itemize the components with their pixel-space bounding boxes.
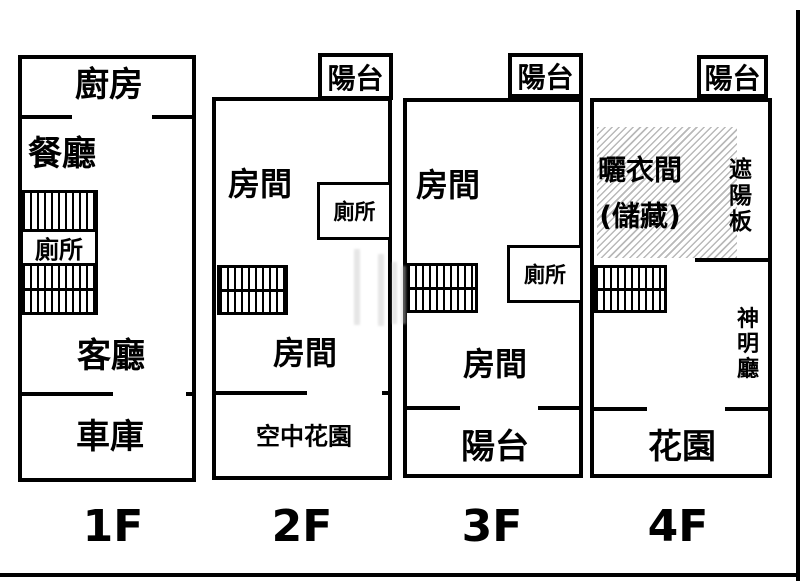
floor3-balcony-wall-right (538, 406, 583, 410)
room-label-laundry-note: (儲藏) (599, 199, 681, 233)
room-label-balcony-front-3f: 陽台 (461, 427, 529, 468)
floor3-staircase (405, 263, 478, 313)
room-label-garden: 花園 (648, 427, 716, 468)
room-label-dining: 餐廳 (28, 134, 96, 175)
room-label-bedroom-lower-2f: 房間 (272, 334, 338, 373)
watermark-artifact (401, 266, 406, 324)
floor1-garage-wall-left (20, 392, 113, 396)
frame-right-border (796, 10, 800, 581)
floor4-garden-wall-left (592, 407, 647, 411)
room-label-kitchen: 廚房 (75, 65, 143, 106)
room-label-shrine-hall: 神明廳 (733, 306, 758, 382)
floor1-kitchen-wall-right (152, 115, 196, 119)
room-label-toilet-1f: 廁所 (23, 229, 95, 266)
stair-steps (408, 286, 475, 310)
floor2-title: 2F (271, 500, 333, 552)
watermark-artifact (378, 254, 384, 326)
floor2-garden-wall-left (214, 391, 307, 395)
floor4-garden-wall-right (725, 407, 772, 411)
floor1-staircase: 廁所 (20, 190, 98, 315)
floor4-outline (590, 98, 772, 478)
stair-steps (23, 266, 95, 288)
floor3-balcony-wall-left (405, 406, 460, 410)
floor4-staircase (593, 265, 667, 313)
floor3-balcony-box: 陽台 (508, 53, 583, 98)
stair-steps (220, 288, 285, 312)
floor2-balcony-box: 陽台 (318, 53, 393, 100)
stair-steps (23, 288, 95, 312)
floor2-outline (212, 97, 392, 480)
room-label-living: 客廳 (77, 336, 145, 377)
room-label-sun-shade: 遮陽板 (724, 157, 751, 235)
watermark-artifact (392, 262, 397, 324)
floor4-title: 4F (647, 500, 709, 552)
floor3-toilet-box: 廁所 (507, 245, 583, 303)
floor1-title: 1F (82, 500, 144, 552)
stair-steps (596, 287, 664, 310)
floor3-title: 3F (461, 500, 523, 552)
floor2-toilet-box: 廁所 (317, 182, 392, 240)
laundry-hatched-area (597, 127, 737, 258)
room-label-bedroom-upper-2f: 房間 (227, 165, 293, 204)
room-label-sky-garden: 空中花園 (256, 422, 352, 451)
floor1-kitchen-wall-left (20, 115, 72, 119)
watermark-artifact (354, 249, 360, 325)
room-label-garage: 車庫 (76, 417, 144, 458)
floor2-staircase (217, 265, 288, 315)
room-label-bedroom-upper-3f: 房間 (415, 166, 481, 205)
floor1-garage-wall-right (186, 392, 196, 396)
stair-steps (596, 268, 664, 288)
room-label-bedroom-lower-3f: 房間 (462, 345, 528, 384)
floor2-garden-wall-right (382, 391, 392, 395)
floor4-mid-wall (695, 258, 772, 262)
stair-steps (408, 266, 475, 287)
room-label-laundry: 曬衣間 (597, 153, 683, 187)
stair-steps (220, 268, 285, 289)
stair-steps (23, 193, 95, 229)
floor4-balcony-box: 陽台 (697, 55, 768, 98)
frame-bottom-border (0, 573, 800, 577)
